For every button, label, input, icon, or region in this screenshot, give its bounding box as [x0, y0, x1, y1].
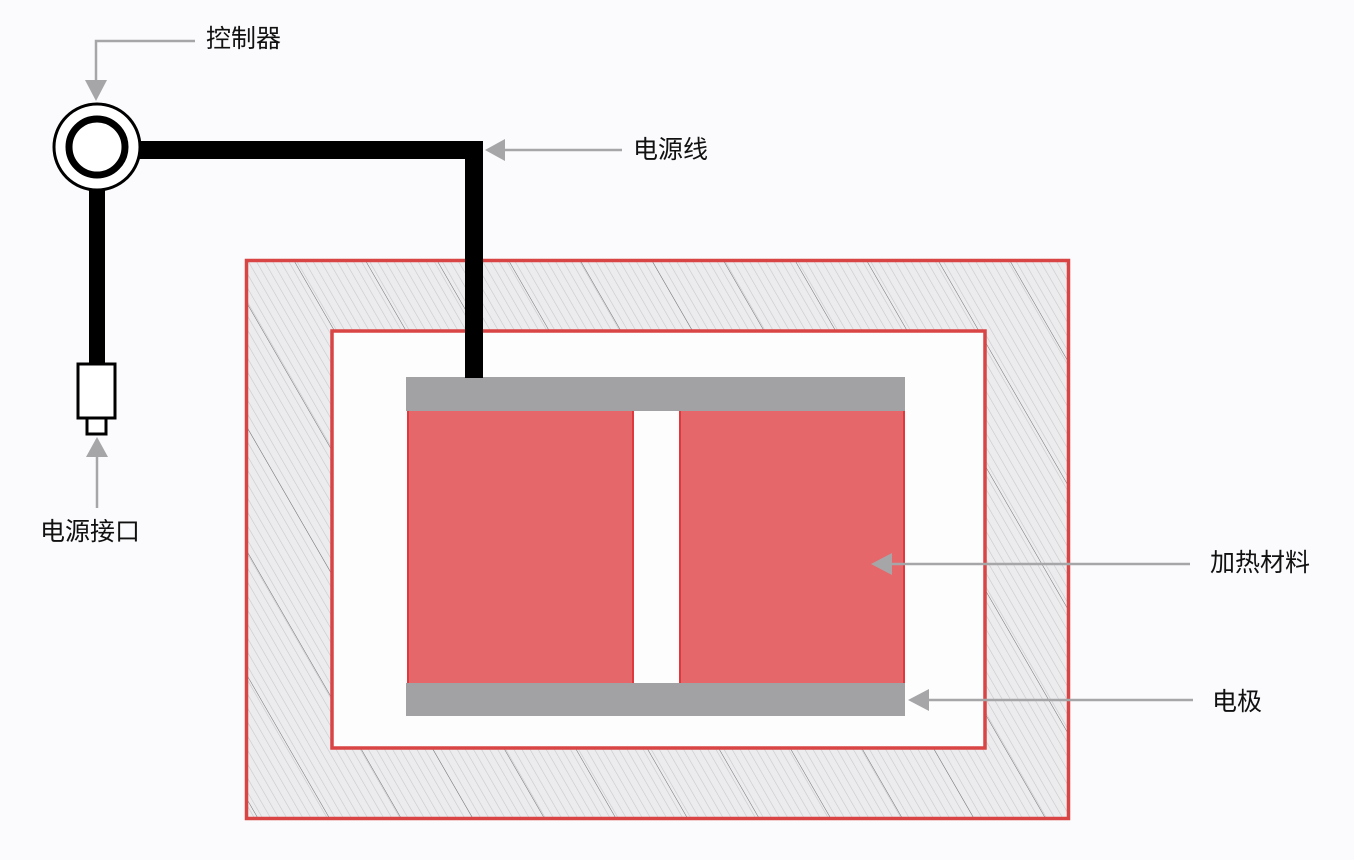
electrode-label: 电极: [1212, 687, 1263, 716]
controller-label: 控制器: [206, 24, 282, 53]
power-plug-arrow: [86, 437, 108, 508]
heating-material-left: [407, 411, 634, 683]
controller-arrow: [85, 39, 195, 101]
electrode-arrow: [908, 689, 1193, 711]
top-electrode: [406, 377, 905, 411]
heating-material-right: [679, 411, 905, 683]
bottom-electrode: [406, 683, 905, 716]
outer-box-border: [244, 258, 1071, 821]
power-cord: [130, 141, 483, 378]
power-cord-arrow: [485, 139, 622, 161]
power-plug-icon: [76, 362, 117, 436]
controller-icon: [52, 102, 142, 192]
power-cord-label: 电源线: [633, 135, 709, 164]
heating-material-label: 加热材料: [1210, 548, 1311, 577]
power-plug-label: 电源接口: [40, 517, 141, 546]
heating-material-arrow: [871, 553, 1190, 575]
